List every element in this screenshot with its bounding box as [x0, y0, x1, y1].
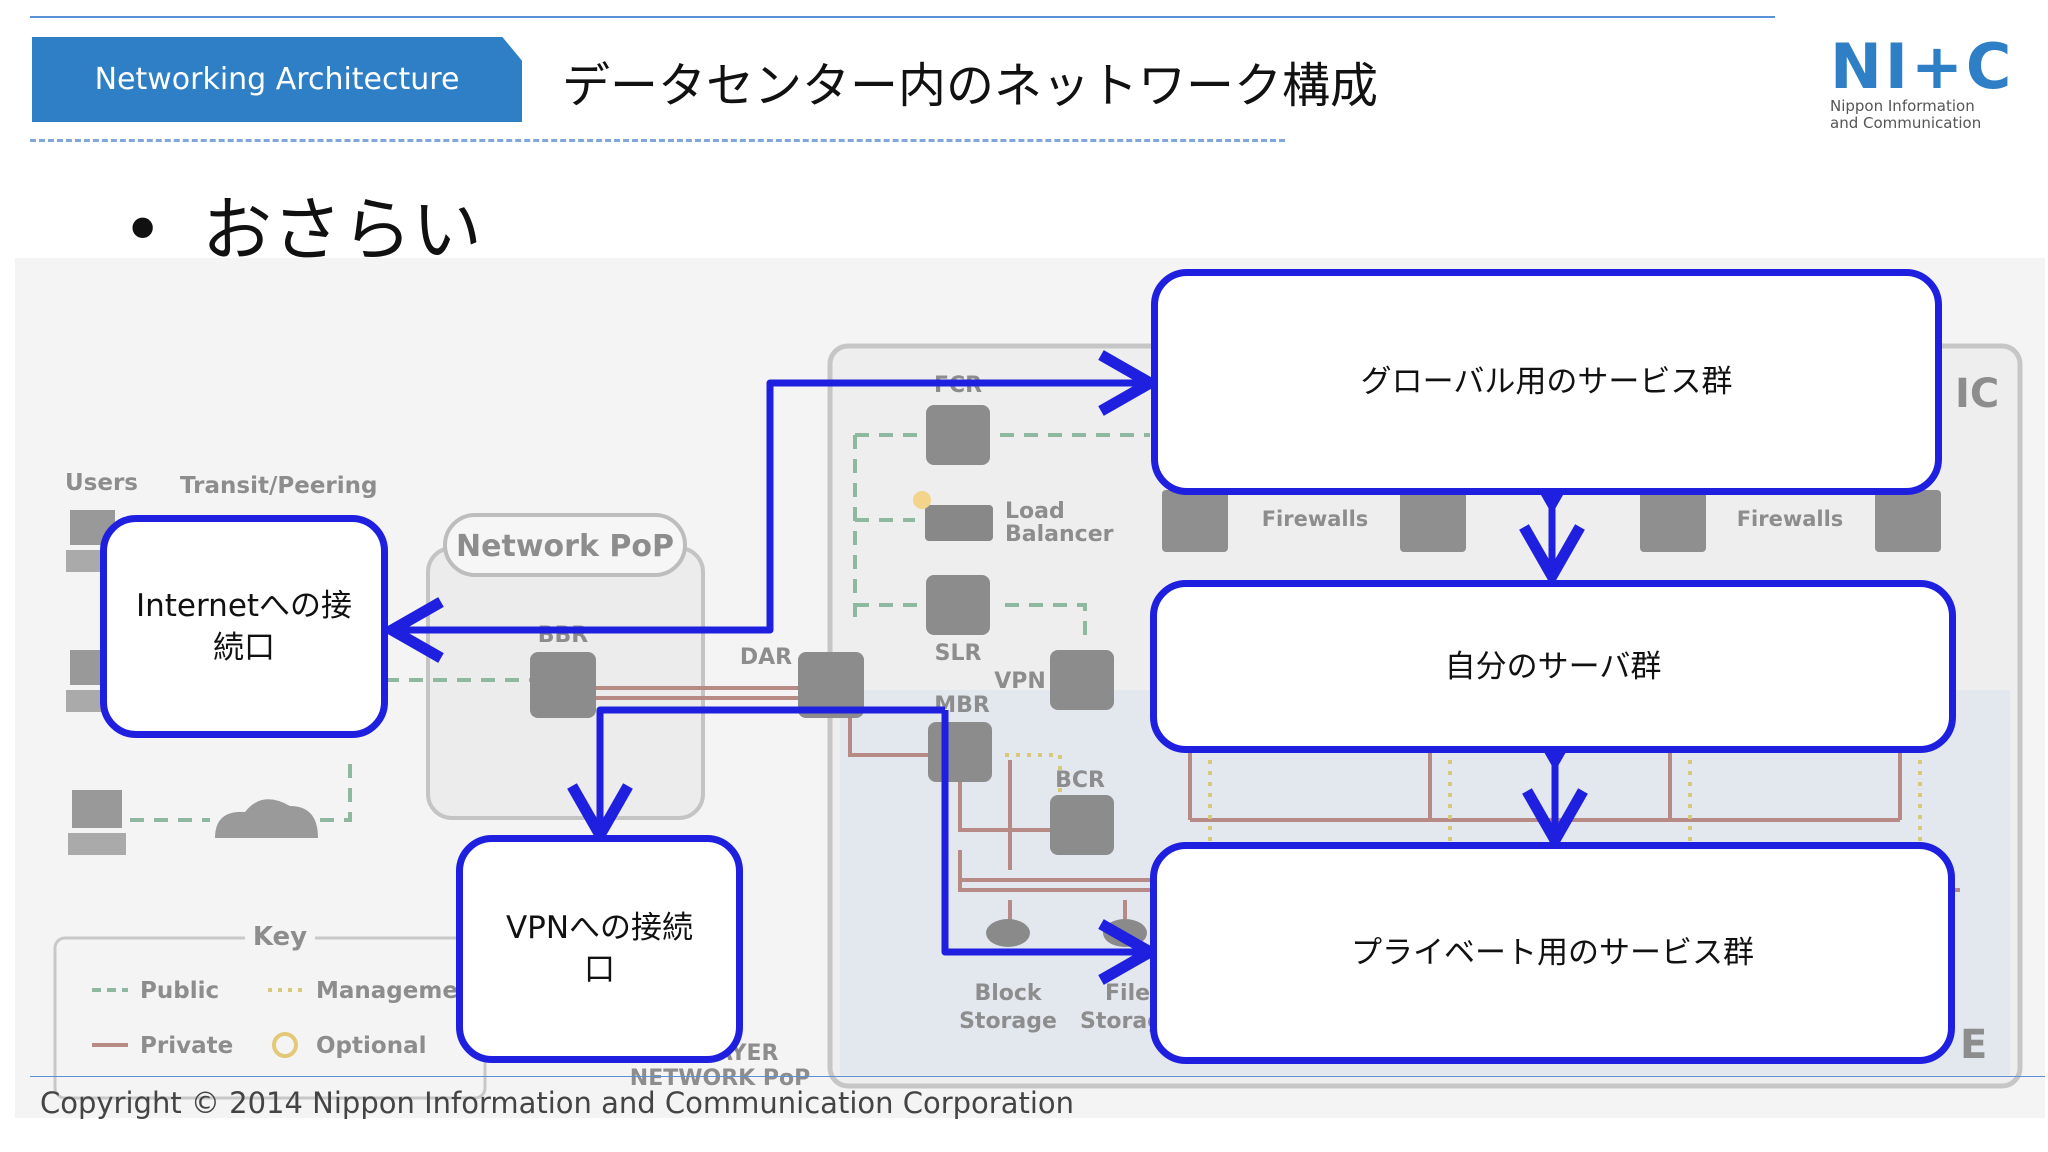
key-public-label: Public: [140, 978, 219, 1004]
callout-vpn: VPNへの接続 口: [456, 835, 743, 1063]
mbr-router-icon: [928, 722, 992, 782]
callout-internet: Internetへの接 続口: [100, 515, 388, 738]
bullet-text: おさらい: [202, 189, 482, 271]
logo-line-1: Nippon Information: [1830, 97, 1975, 115]
vpn-router-icon: [1050, 650, 1114, 710]
copyright: Copyright © 2014 Nippon Information and …: [40, 1086, 1075, 1120]
callout-own-text: 自分のサーバ群: [1444, 648, 1662, 685]
server-rack-icon: [1162, 490, 1228, 552]
vpn-label: VPN: [994, 669, 1046, 694]
callout-vpn-text: VPNへの接続 口: [505, 910, 694, 988]
file-storage-icon: [1103, 919, 1147, 947]
key-title-bg: [245, 920, 315, 956]
block-storage-icon: [986, 919, 1030, 947]
key-optional-icon: [272, 1032, 298, 1058]
bbr-router-icon: [530, 652, 596, 718]
server-rack-icon: [1875, 490, 1941, 552]
logo-mark: NI+C: [1830, 30, 2015, 103]
top-rule: [30, 16, 1775, 18]
network-pop-label: Network PoP: [456, 529, 674, 564]
firewalls-label-1: Firewalls: [1262, 507, 1369, 531]
key-management-label: Managemen: [316, 978, 474, 1004]
file-storage-label-1: File: [1105, 981, 1150, 1006]
load-balancer-label-2: Balancer: [1005, 522, 1114, 547]
slr-label: SLR: [935, 641, 982, 666]
block-storage-label-1: Block: [974, 981, 1042, 1006]
callout-own-servers: 自分のサーバ群: [1150, 580, 1956, 753]
bcr-router-icon: [1050, 795, 1114, 855]
dar-router-icon: [798, 652, 864, 718]
block-storage-label-2: Storage: [959, 1009, 1057, 1034]
file-storage-label-2: Storag: [1080, 1009, 1163, 1034]
keyboard-icon: [68, 833, 126, 855]
bullet-mark: •: [122, 189, 164, 271]
bcr-label: BCR: [1055, 768, 1105, 793]
users-label: Users: [65, 470, 138, 496]
callout-global-text: グローバル用のサービス群: [1360, 364, 1733, 400]
cloud-icon: [215, 799, 318, 838]
callout-internet-text: Internetへの接 続口: [135, 587, 353, 666]
transit-label: Transit/Peering: [180, 473, 378, 499]
datacenter-corner-label-2: E: [1960, 1022, 1987, 1068]
public-links: [130, 433, 1150, 822]
slide-title: データセンター内のネットワーク構成: [562, 58, 1379, 114]
network-pop-tag: [443, 513, 687, 577]
datacenter-corner-label: IC: [1955, 371, 1999, 417]
server-rack-icon: [1400, 490, 1466, 552]
key-title: Key: [253, 922, 307, 952]
logo-line-2: and Communication: [1830, 114, 1982, 132]
optional-star-icon: [913, 491, 931, 509]
title-dashed-rule: [30, 139, 1285, 142]
laptop-icon: [72, 790, 122, 828]
section-tab-label: Networking Architecture: [94, 62, 460, 97]
server-rack-icon: [1640, 490, 1706, 552]
fcr-router-icon: [926, 405, 990, 465]
layer-label-2: NETWORK PoP: [630, 1066, 810, 1091]
footer-rule: [30, 1076, 2045, 1077]
section-tab: Networking Architecture: [32, 37, 522, 122]
bullet-item: • おさらい: [122, 174, 482, 275]
slr-router-icon: [926, 575, 990, 635]
dar-label: DAR: [740, 645, 792, 670]
key-private-label: Private: [140, 1033, 233, 1059]
firewalls-label-3: Firewalls: [1737, 507, 1844, 531]
server-racks: [1162, 490, 1941, 552]
callout-private-services: プライベート用のサービス群: [1150, 842, 1955, 1064]
key-optional-label: Optional: [316, 1033, 426, 1059]
nic-logo: NI+C Nippon Information and Communicatio…: [1830, 30, 2015, 132]
callout-global-services: グローバル用のサービス群: [1151, 269, 1942, 495]
arrow-to-vpn: [567, 706, 945, 847]
arrow-to-private: [941, 710, 1162, 985]
callout-private-text: プライベート用のサービス群: [1351, 935, 1754, 971]
load-balancer-icon: [925, 505, 993, 541]
overlay-arrows: [380, 350, 1588, 985]
load-balancer-label-1: Load: [1005, 499, 1065, 524]
